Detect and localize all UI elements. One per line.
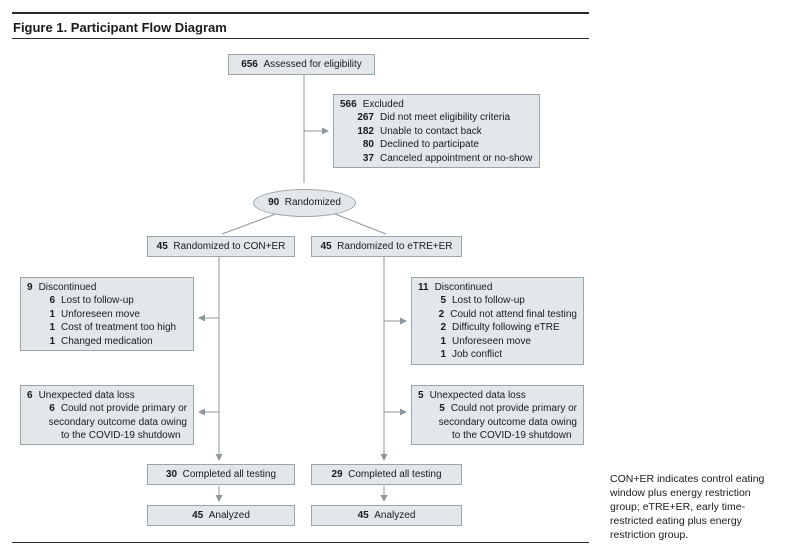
excluded-count: 566 (340, 99, 357, 110)
con-completed-box: 30 Completed all testing (147, 464, 295, 485)
figure-note: CON+ER indicates control eating window p… (610, 473, 765, 541)
title-underline (12, 38, 589, 39)
assessed-label: Assessed for eligibility (263, 58, 362, 70)
randomized-to-etre-line (329, 211, 387, 235)
randomized-label: Randomized (284, 197, 341, 209)
figure-title: Figure 1. Participant Flow Diagram (13, 20, 227, 35)
randomized-ellipse: 90 Randomized (253, 189, 356, 217)
arm-etre-box: 45 Randomized to eTRE+ER (311, 236, 462, 257)
randomized-count: 90 (268, 197, 280, 209)
etre-analyzed-box: 45 Analyzed (311, 505, 462, 526)
etre-completed-box: 29 Completed all testing (311, 464, 462, 485)
assessed-count: 656 (241, 58, 258, 70)
assessed-box: 656 Assessed for eligibility (228, 54, 375, 75)
bottom-rule (12, 542, 589, 543)
arm-con-box: 45 Randomized to CON+ER (147, 236, 295, 257)
randomized-to-con-line (221, 211, 282, 235)
excluded-label: Excluded (362, 99, 404, 110)
top-rule (12, 12, 589, 14)
con-analyzed-box: 45 Analyzed (147, 505, 295, 526)
